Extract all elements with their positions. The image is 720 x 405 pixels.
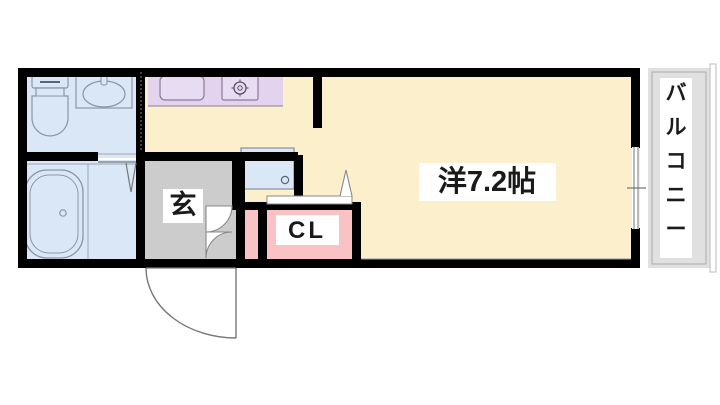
wall-exterior-top bbox=[18, 68, 640, 77]
wall-exterior-bottom-right bbox=[238, 259, 640, 268]
balcony-inner-outline bbox=[651, 71, 707, 265]
wall-partition-toilet-bath bbox=[18, 152, 98, 161]
entrance-label: 玄 bbox=[170, 189, 197, 220]
balcony-label-char-1: ル bbox=[666, 116, 687, 139]
balcony-sliding-door bbox=[627, 147, 646, 229]
closet-opening-band bbox=[266, 169, 353, 205]
wall-closet-top bbox=[232, 202, 360, 210]
balcony-label-char-4: ー bbox=[666, 218, 687, 241]
balcony-label: バ ル コ ニ ー bbox=[666, 82, 687, 241]
entrance-label-backing bbox=[163, 189, 203, 223]
kitchen-sink-fixture bbox=[159, 75, 205, 101]
wall-partition-waterroom-right-lower bbox=[136, 158, 145, 268]
wall-closet-right bbox=[352, 202, 361, 260]
closet-door-swing bbox=[205, 205, 233, 259]
toilet-fixture bbox=[31, 75, 69, 137]
closet-label: CL bbox=[288, 217, 326, 244]
bathtub-fixture bbox=[24, 169, 84, 259]
wall-exterior-left bbox=[18, 68, 27, 268]
wall-exterior-right-upper bbox=[631, 68, 640, 148]
balcony-label-char-3: ニ bbox=[666, 184, 687, 207]
wall-stub-kitchen-right bbox=[294, 155, 303, 210]
washbasin-fixture bbox=[75, 75, 133, 109]
entrance-door-swing bbox=[145, 267, 237, 339]
wall-entrance-right bbox=[236, 160, 245, 268]
wall-exterior-bottom-left bbox=[18, 259, 245, 268]
balcony-label-char-0: バ bbox=[666, 82, 687, 105]
stove-burner-fixture bbox=[221, 75, 259, 101]
balcony-label-backing bbox=[660, 78, 692, 258]
main-room-label-backing bbox=[419, 163, 556, 201]
main-room-label: 洋7.2帖 bbox=[438, 164, 536, 198]
wall-exterior-right-lower bbox=[631, 228, 640, 268]
bath-folding-door bbox=[98, 161, 137, 193]
bathtub-drain-icon bbox=[59, 209, 67, 217]
wall-entrance-top bbox=[145, 152, 298, 161]
balcony-rail-edge bbox=[709, 63, 717, 273]
balcony-label-char-2: コ bbox=[666, 150, 687, 173]
closet-label-backing bbox=[276, 215, 339, 245]
wall-stub-top-center bbox=[313, 68, 322, 128]
wall-closet-divider bbox=[258, 202, 267, 260]
